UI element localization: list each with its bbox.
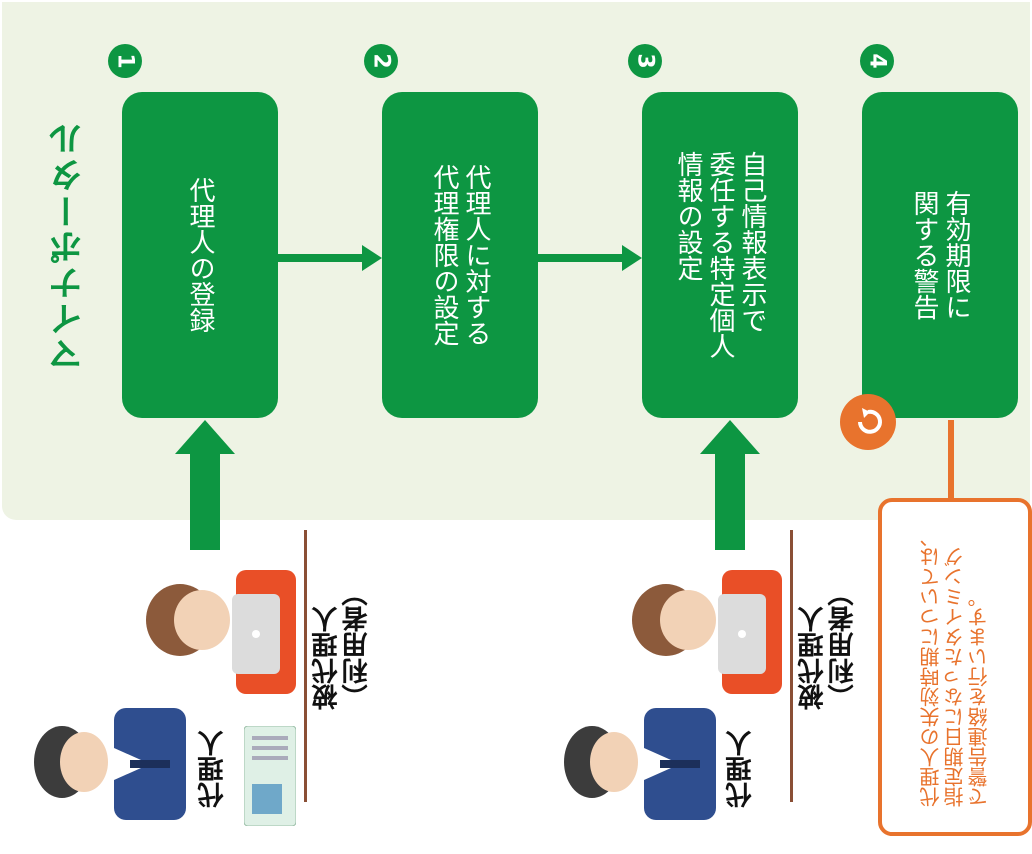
up-arrow-1-stem xyxy=(190,452,220,550)
arrow-2-3-head xyxy=(622,245,642,271)
step-3-box: 自己情報表示で 委任する特定個人 情報の設定 xyxy=(642,92,798,418)
up-arrow-3-head xyxy=(700,420,760,454)
step-4-box: 有効期限に 関する警告 xyxy=(862,92,1018,418)
agent-person-1-icon xyxy=(34,708,186,820)
step-1-number: 1 xyxy=(108,44,142,78)
step-4-number: 4 xyxy=(860,44,894,78)
step-1-text: 代理人の登録 xyxy=(185,177,215,333)
up-arrow-3-stem xyxy=(715,452,745,550)
step-2-box: 代理人に対する 代理権限の設定 xyxy=(382,92,538,418)
principal-person-1-icon xyxy=(146,570,296,694)
warning-text: 代理人の失効時期については、 指定期日になったタイミング で警告連絡を行います。 xyxy=(919,527,991,807)
arrow-1-2-head xyxy=(362,245,382,271)
step-2-number: 2 xyxy=(364,44,398,78)
agent-label-2: 代理人 xyxy=(726,730,756,808)
step-1-box: 代理人の登録 xyxy=(122,92,278,418)
refresh-icon xyxy=(840,394,896,450)
step-3-text: 自己情報表示で 委任する特定個人 情報の設定 xyxy=(673,151,767,359)
up-arrow-1-head xyxy=(175,420,235,454)
agent-label-1: 代理人 xyxy=(198,730,228,808)
desk-edge-2 xyxy=(790,530,793,802)
step-2-text: 代理人に対する 代理権限の設定 xyxy=(429,164,491,346)
desk-edge-1 xyxy=(304,530,307,802)
agent-person-2-icon xyxy=(564,708,716,820)
step-4-text: 有効期限に 関する警告 xyxy=(909,190,971,320)
warning-connector xyxy=(948,420,954,500)
principal-label-1: 被代理人 （利用者） xyxy=(312,580,372,710)
arrow-1-2-line xyxy=(278,254,364,262)
step-3-number: 3 xyxy=(628,44,662,78)
my-number-card-icon xyxy=(244,726,296,826)
principal-label-2: 被代理人 （利用者） xyxy=(798,580,858,710)
principal-person-2-icon xyxy=(632,570,782,694)
arrow-2-3-line xyxy=(538,254,624,262)
portal-title: マイナポータル xyxy=(49,120,89,372)
warning-callout: 代理人の失効時期については、 指定期日になったタイミング で警告連絡を行います。 xyxy=(878,498,1032,836)
